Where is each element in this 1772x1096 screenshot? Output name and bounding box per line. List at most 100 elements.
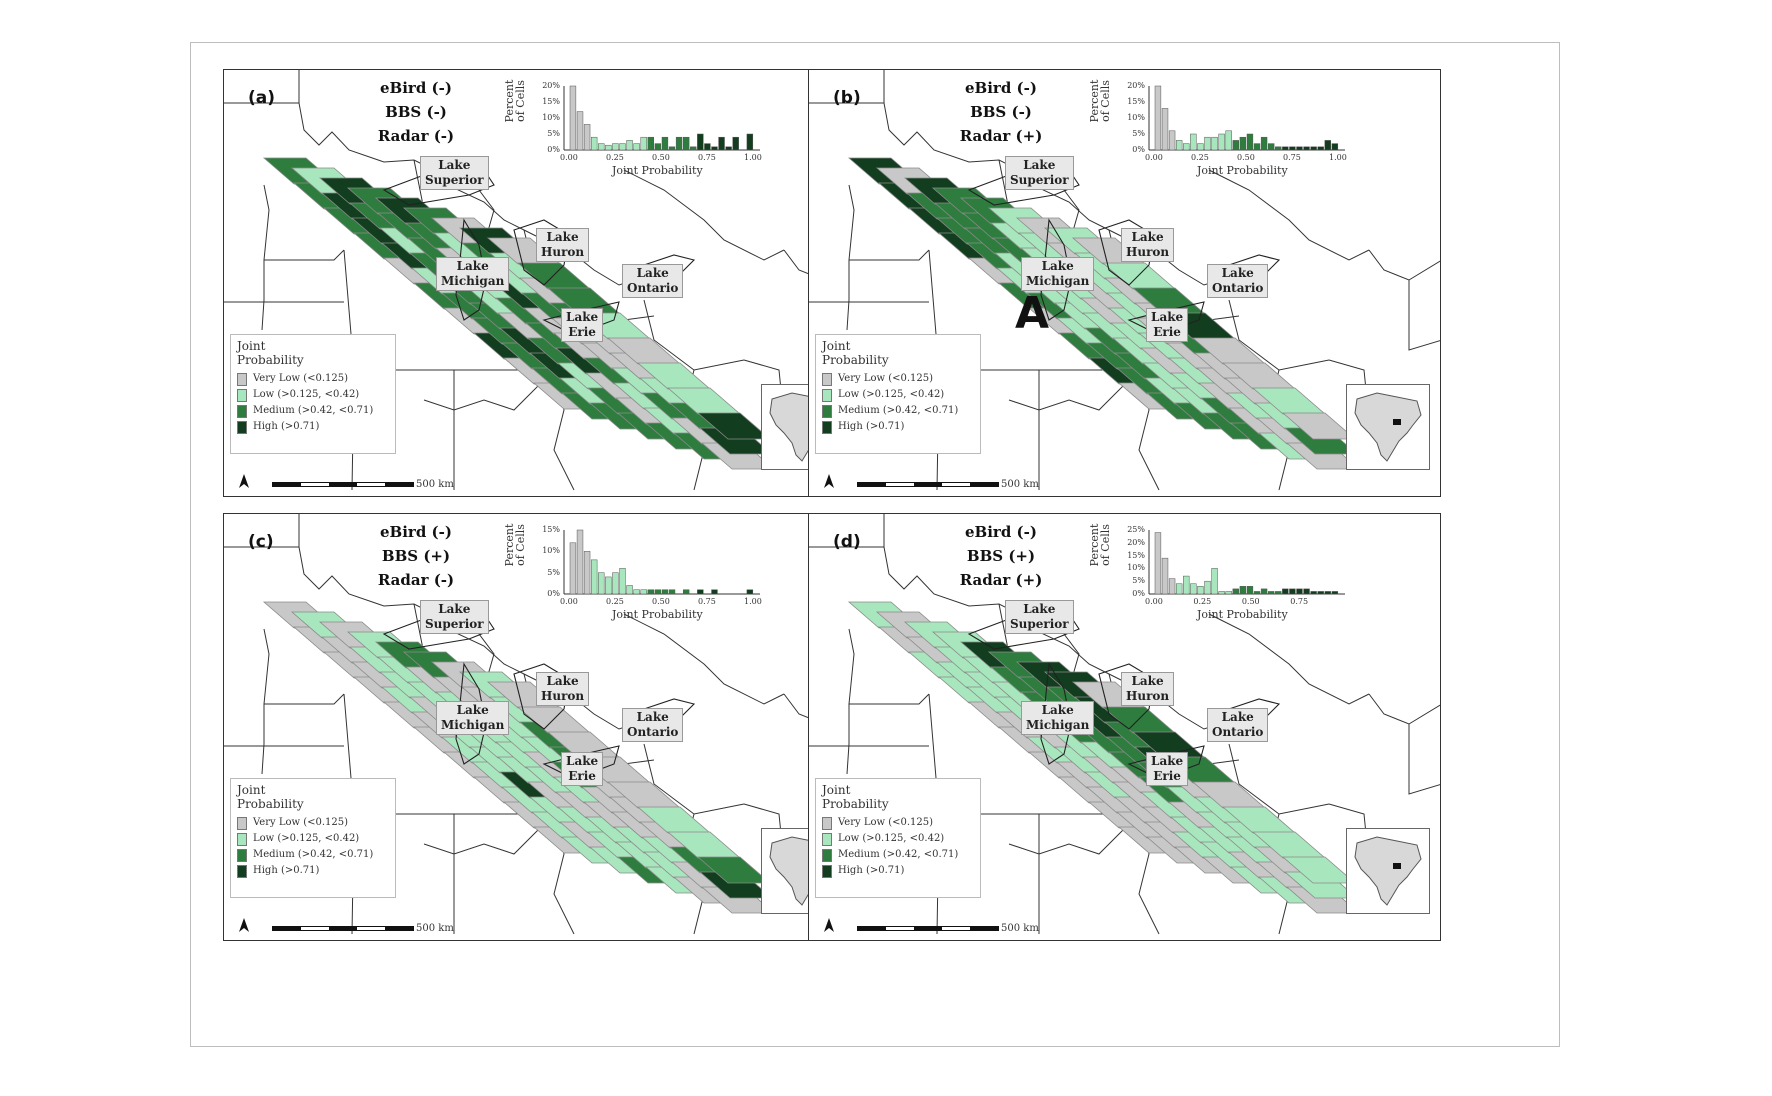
legend-swatch: [237, 832, 247, 846]
north-arrow-icon: [824, 918, 834, 932]
lake-label-line: Huron: [541, 245, 585, 259]
lake-label-line: Erie: [568, 325, 596, 339]
legend-swatch: [237, 372, 247, 386]
legend-item-label: Very Low (<0.125): [253, 373, 349, 384]
hist-bar: [1246, 586, 1254, 595]
legend-item: Very Low (<0.125): [822, 815, 974, 831]
lake-label-line: Superior: [425, 173, 484, 187]
probability-grid: [847, 601, 1361, 914]
hist-y-tick: 15%: [1127, 97, 1145, 106]
legend-item-label: Medium (>0.42, <0.71): [838, 849, 959, 860]
boundary-line: [264, 249, 345, 261]
condition-ebird: eBird (-): [380, 523, 452, 541]
hist-y-tick: 10%: [1127, 563, 1145, 573]
panel-label: (d): [833, 532, 861, 552]
scale-label: 500 km: [1001, 479, 1039, 490]
boundary-line: [1008, 369, 1140, 411]
legend-item-label: Medium (>0.42, <0.71): [253, 405, 374, 416]
lake-label-line: Lake: [1131, 674, 1164, 688]
north-america-inset-icon: [1354, 836, 1422, 906]
scale-bar: 500 km: [272, 479, 454, 490]
hist-bar: [697, 133, 704, 151]
histogram-plot: [1148, 530, 1345, 595]
hist-x-tick: 0.00: [1145, 597, 1163, 606]
legend-title: Joint: [237, 339, 266, 353]
legend-item: High (>0.71): [822, 863, 974, 879]
watermark-letter: A: [1015, 288, 1050, 339]
boundary-line: [264, 693, 345, 705]
hist-bar: [576, 529, 584, 595]
legend-swatch: [822, 420, 832, 434]
lake-label-line: Lake: [636, 710, 669, 724]
legend-item-label: Low (>0.125, <0.42): [838, 833, 945, 844]
lake-label-line: Ontario: [1212, 281, 1264, 295]
hist-x-title: Joint Probability: [612, 164, 703, 177]
hist-x-tick: 0.25: [1191, 153, 1209, 162]
hist-bar: [746, 133, 754, 151]
north-america-inset-icon: [1354, 392, 1422, 462]
hist-bar: [704, 143, 711, 151]
hist-bar: [661, 136, 669, 151]
hist-y-tick: 5%: [547, 129, 560, 138]
hist-x-tick: 0.75: [698, 153, 716, 162]
scale-bar-graphic: [857, 482, 999, 487]
boundary-line: [1228, 299, 1330, 371]
hist-bar: [1168, 130, 1176, 151]
legend-item: Low (>0.125, <0.42): [822, 387, 974, 403]
hist-bar: [711, 589, 718, 595]
hist-bar: [711, 146, 718, 151]
hist-bar: [1204, 136, 1211, 151]
panel-label: (b): [833, 88, 861, 108]
legend-item: Very Low (<0.125): [822, 371, 974, 387]
hist-bar: [605, 144, 612, 151]
hist-bar: [1303, 146, 1310, 151]
boundary-line: [643, 743, 745, 815]
hist-bar: [1282, 146, 1289, 151]
legend-item: Medium (>0.42, <0.71): [237, 403, 389, 419]
lake-label-line: Lake: [438, 602, 471, 616]
legend-item-label: Low (>0.125, <0.42): [838, 389, 945, 400]
histogram-plot: [563, 529, 760, 595]
hist-bar: [1183, 575, 1190, 595]
hist-bar: [1331, 591, 1339, 595]
hist-bar: [1260, 588, 1268, 595]
hist-bar: [598, 143, 605, 151]
condition-labels: eBird (-)BBS (-)Radar (+): [941, 76, 1061, 148]
boundary-line: [623, 613, 785, 705]
condition-bbs: BBS (-): [385, 103, 447, 121]
hist-bar: [576, 111, 584, 151]
legend-swatch: [237, 420, 247, 434]
hist-x-tick: 1.00: [744, 597, 762, 606]
lake-label-line: Lake: [1221, 266, 1254, 280]
hist-y-tick: 0%: [1132, 145, 1145, 154]
legend-item-label: Very Low (<0.125): [838, 373, 934, 384]
boundary-line: [1208, 613, 1370, 705]
scale-bar: 500 km: [272, 923, 454, 934]
hist-bar: [612, 143, 619, 151]
legend-item: High (>0.71): [237, 419, 389, 435]
lake-label-line: Lake: [456, 259, 489, 273]
legend-item: Low (>0.125, <0.42): [237, 831, 389, 847]
condition-radar: Radar (+): [959, 571, 1043, 589]
condition-labels: eBird (-)BBS (+)Radar (-): [356, 520, 476, 592]
lake-label-line: Lake: [1151, 754, 1184, 768]
hist-bar: [590, 136, 598, 151]
hist-bar: [1253, 591, 1261, 595]
condition-labels: eBird (-)BBS (+)Radar (+): [941, 520, 1061, 592]
hist-bar: [1154, 85, 1162, 151]
lake-shoreline: [513, 219, 570, 286]
hist-bar: [661, 589, 669, 595]
inset-locator-map: [1346, 828, 1430, 914]
hist-x-tick: 0.00: [560, 153, 578, 162]
hist-bar: [1289, 146, 1296, 151]
lake-label-line: Lake: [438, 158, 471, 172]
hist-bar: [619, 143, 626, 151]
